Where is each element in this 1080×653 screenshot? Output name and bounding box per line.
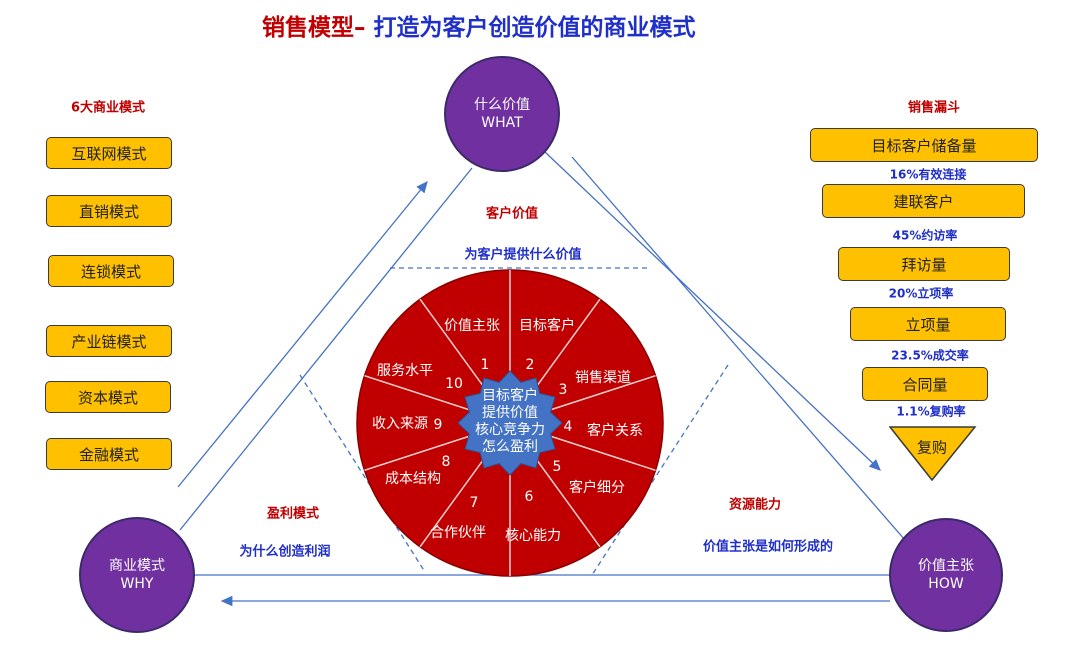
segment-label: 合作伙伴 bbox=[430, 525, 486, 541]
funnel-stage: 合同量 bbox=[862, 367, 988, 401]
funnel-final-triangle bbox=[889, 426, 977, 482]
wheel-hub bbox=[457, 370, 563, 476]
line-what-how bbox=[571, 156, 906, 541]
segment-number: 10 bbox=[445, 376, 463, 392]
segment-number: 7 bbox=[469, 495, 479, 511]
segment-number: 3 bbox=[558, 382, 568, 398]
customer-value-sub: 为客户提供什么价值 bbox=[464, 247, 582, 263]
page-title: 销售模型– 打造为客户创造价值的商业模式 bbox=[262, 15, 696, 41]
segment-number: 6 bbox=[524, 489, 534, 505]
segment-label: 价值主张 bbox=[444, 318, 500, 334]
model-internet: 互联网模式 bbox=[46, 137, 172, 169]
funnel-rate: 23.5%成交率 bbox=[891, 348, 969, 363]
business-models-heading: 6大商业模式 bbox=[70, 100, 146, 116]
model-chain: 连锁模式 bbox=[48, 255, 174, 287]
funnel-rate: 16%有效连接 bbox=[889, 167, 967, 182]
wheel-hub-text: 目标客户提供价值核心竞争力怎么盈利 bbox=[475, 388, 545, 455]
segment-label: 收入来源 bbox=[372, 416, 428, 432]
model-industry-chain: 产业链模式 bbox=[46, 325, 172, 357]
segment-number: 8 bbox=[441, 454, 451, 470]
arrow-why-to-what bbox=[177, 180, 428, 488]
segment-label: 客户细分 bbox=[569, 480, 625, 496]
segment-label: 成本结构 bbox=[385, 471, 441, 487]
model-capital: 资本模式 bbox=[45, 381, 171, 413]
arrow-what-to-funnel bbox=[544, 151, 881, 471]
profit-model-label: 盈利模式 bbox=[266, 506, 320, 522]
business-model-wheel bbox=[356, 269, 664, 577]
line-why-what bbox=[179, 167, 473, 531]
funnel-stage: 目标客户储备量 bbox=[810, 128, 1038, 162]
resource-sub: 价值主张是如何形成的 bbox=[702, 539, 834, 555]
funnel-rate: 45%约访率 bbox=[892, 228, 958, 243]
model-direct-sales: 直销模式 bbox=[46, 195, 172, 227]
segment-number: 4 bbox=[563, 419, 573, 435]
segment-label: 服务水平 bbox=[377, 363, 433, 379]
model-finance: 金融模式 bbox=[46, 438, 172, 470]
segment-number: 5 bbox=[552, 459, 562, 475]
segment-label: 客户关系 bbox=[587, 423, 643, 439]
funnel-final-label: 复购 bbox=[916, 438, 948, 457]
profit-model-sub: 为什么创造利润 bbox=[239, 544, 331, 560]
funnel-rate: 20%立项率 bbox=[888, 286, 954, 301]
funnel-stage: 建联客户 bbox=[822, 184, 1025, 218]
segment-number: 2 bbox=[525, 357, 535, 373]
segment-label: 销售渠道 bbox=[575, 370, 631, 386]
segment-number: 1 bbox=[480, 357, 490, 373]
segment-label: 核心能力 bbox=[505, 528, 561, 544]
funnel-rate: 1.1%复购率 bbox=[896, 404, 966, 419]
customer-value-label: 客户价值 bbox=[485, 206, 539, 222]
funnel-heading: 销售漏斗 bbox=[907, 100, 961, 116]
funnel-stage: 立项量 bbox=[850, 307, 1006, 341]
segment-label: 目标客户 bbox=[519, 318, 575, 334]
funnel-stage: 拜访量 bbox=[838, 247, 1010, 281]
resource-label: 资源能力 bbox=[728, 497, 782, 513]
segment-number: 9 bbox=[433, 417, 443, 433]
